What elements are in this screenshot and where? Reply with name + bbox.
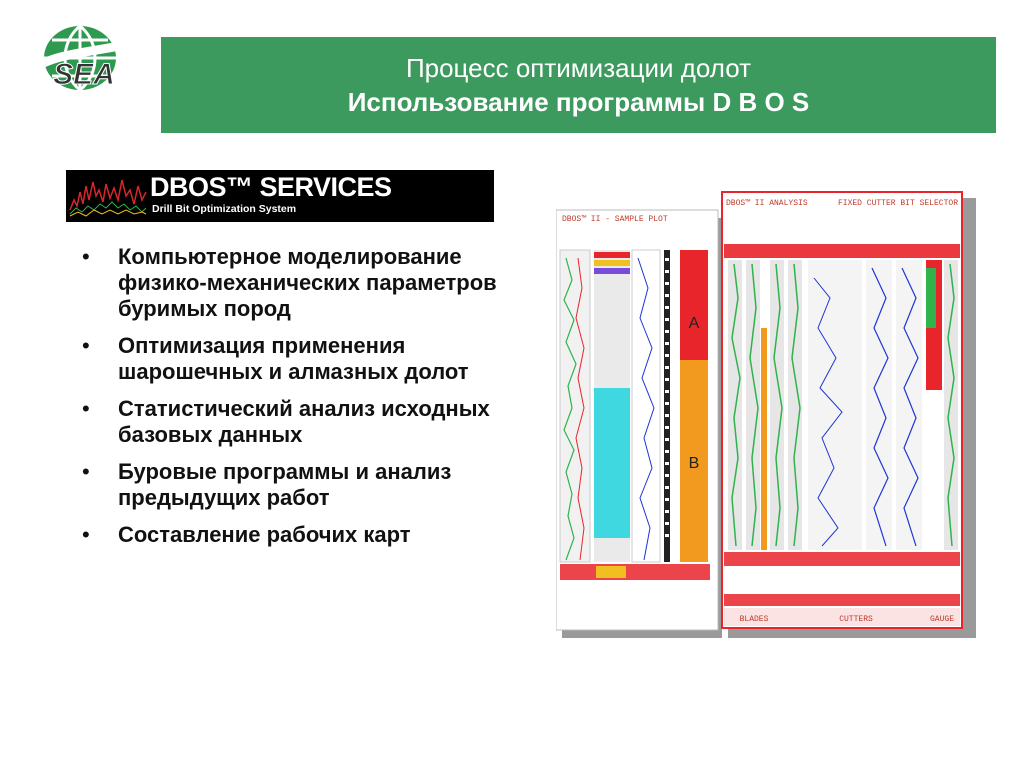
page-subtitle: Использование программы D B O S	[347, 87, 810, 117]
title-box: Процесс оптимизации долот Использование …	[161, 37, 996, 133]
bullet-icon: •	[82, 396, 90, 421]
selector-title: FIXED CUTTER BIT SELECTOR	[838, 199, 958, 208]
zone-b-bar	[680, 360, 708, 562]
bullet-icon: •	[82, 333, 90, 358]
bit-selector-sheet: DBOS™ II ANALYSIS FIXED CUTTER BIT SELEC…	[721, 191, 963, 629]
blades-label: BLADES	[740, 615, 769, 624]
dbos-banner: DBOS™ SERVICES Drill Bit Optimization Sy…	[66, 170, 494, 222]
well-log-figure: DBOS™ II - SAMPLE PLOT A B	[556, 191, 976, 638]
logo-text: SEA	[53, 58, 115, 91]
analysis-title: DBOS™ II ANALYSIS	[726, 199, 808, 208]
sample-plot-title: DBOS™ II - SAMPLE PLOT	[562, 215, 668, 224]
list-item: •Компьютерное моделирование физико-механ…	[82, 244, 497, 321]
list-item: •Статистический анализ исходных базовых …	[82, 396, 490, 447]
list-item: •Буровые программы и анализ предыдущих р…	[82, 459, 452, 510]
bullet-list: •Компьютерное моделирование физико-механ…	[80, 244, 520, 559]
gauge-label: GAUGE	[930, 615, 954, 624]
zone-a-label: A	[689, 315, 700, 332]
list-item: •Оптимизация применения шарошечных и алм…	[82, 333, 469, 384]
bullet-icon: •	[82, 244, 90, 269]
zone-b-label: B	[689, 455, 700, 472]
sample-plot-sheet: DBOS™ II - SAMPLE PLOT A B	[556, 209, 719, 631]
banner-graph-icon	[69, 179, 147, 217]
globe-logo-icon	[35, 24, 140, 92]
company-logo: SEA	[35, 24, 140, 92]
cutters-label: CUTTERS	[839, 615, 873, 624]
list-item: •Составление рабочих карт	[82, 522, 411, 547]
bullet-icon: •	[82, 459, 90, 484]
page-title: Процесс оптимизации долот	[405, 53, 752, 83]
zone-a-bar	[680, 250, 708, 360]
bullet-icon: •	[82, 522, 90, 547]
banner-title: DBOS™ SERVICES	[150, 172, 392, 202]
banner-subtitle: Drill Bit Optimization System	[152, 203, 297, 215]
